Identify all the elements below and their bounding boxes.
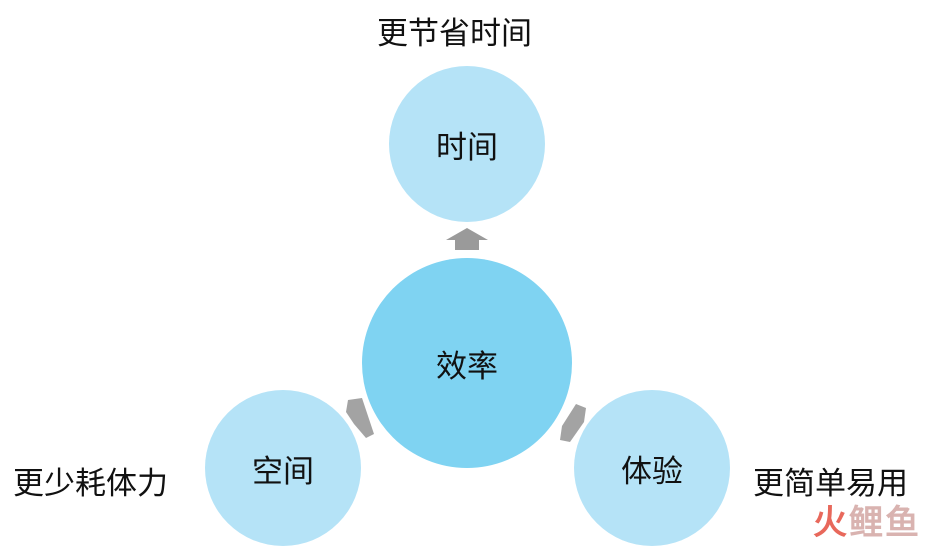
space-caption: 更少耗体力: [13, 466, 168, 502]
efficiency-center-label: 效率: [436, 348, 498, 385]
time-caption: 更节省时间: [377, 16, 532, 52]
arrow-to-space-icon: [346, 398, 374, 438]
experience-node-label: 体验: [621, 453, 683, 490]
time-node-label: 时间: [436, 129, 498, 166]
watermark-part2: 鲤鱼: [849, 503, 921, 543]
arrow-to-experience-icon: [560, 404, 586, 442]
arrow-to-time-icon: [446, 228, 488, 250]
efficiency-center-node: 效率: [362, 258, 572, 468]
experience-node: 体验: [574, 390, 730, 546]
space-node-label: 空间: [252, 453, 314, 490]
watermark-logo: 火鲤鱼: [813, 495, 921, 544]
experience-caption: 更简单易用: [753, 466, 908, 502]
space-node: 空间: [205, 390, 361, 546]
time-node: 时间: [389, 66, 545, 222]
watermark-part1: 火: [813, 503, 849, 543]
